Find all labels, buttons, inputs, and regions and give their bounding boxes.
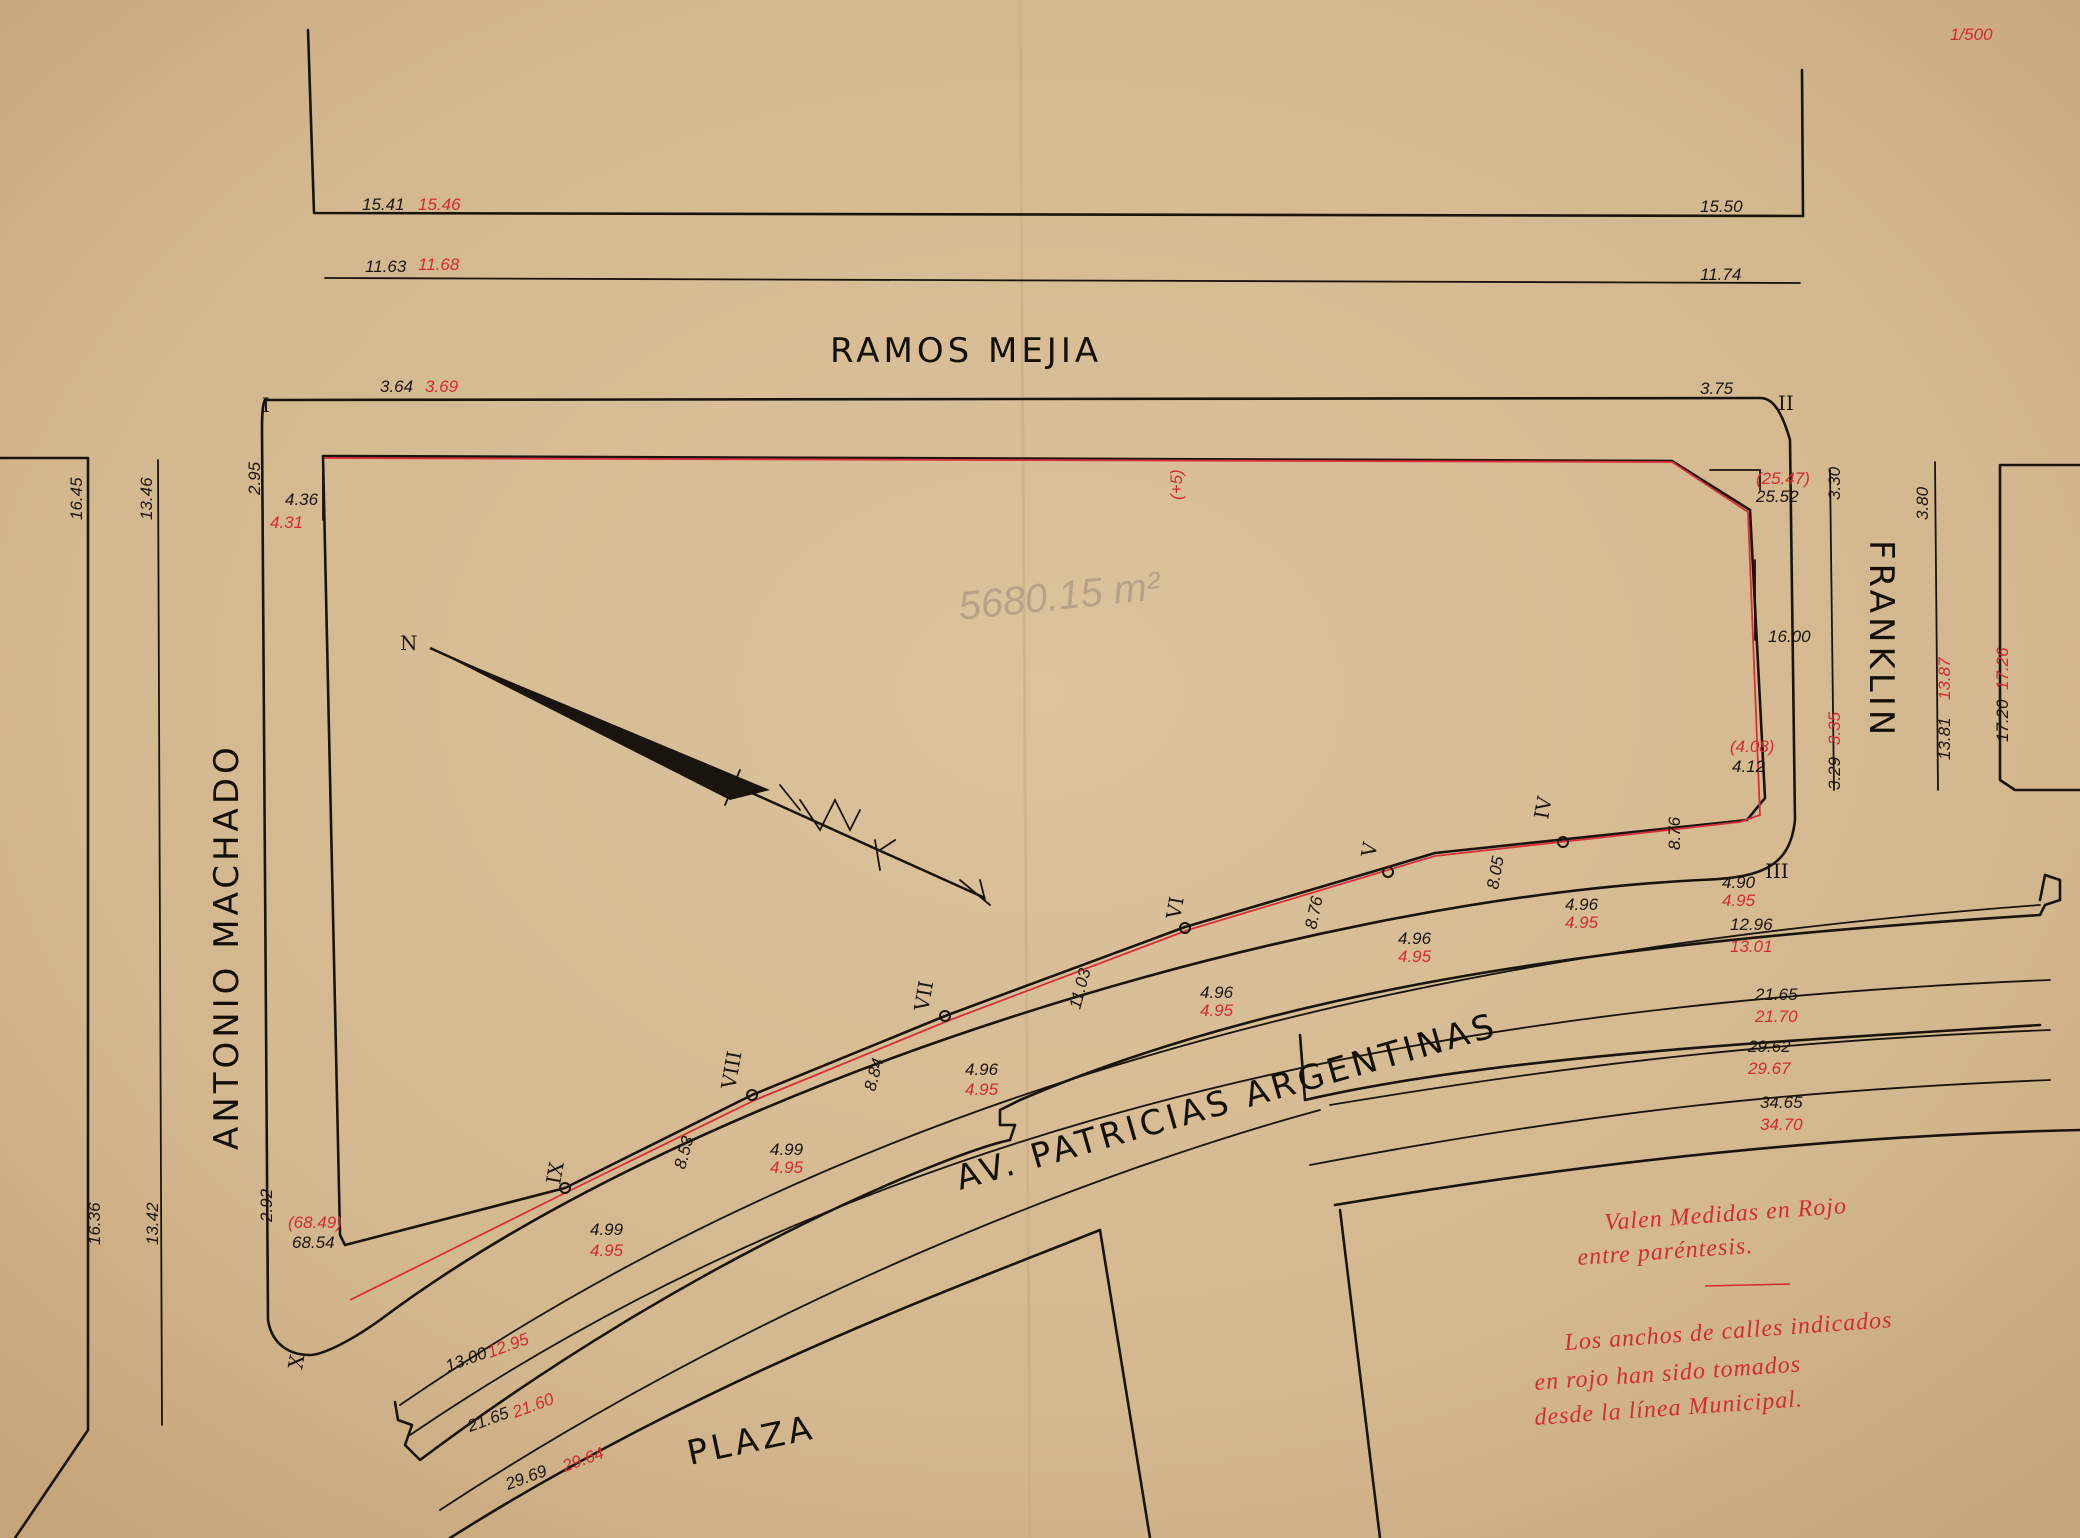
width-right-b: 3.35 xyxy=(1825,711,1844,745)
corner-I: I xyxy=(262,393,270,417)
width-top-a-red: 15.46 xyxy=(418,195,461,214)
corner-III: III xyxy=(1765,859,1789,883)
street-antonio-machado: ANTONIO MACHADO xyxy=(207,743,247,1150)
width-bottom-c-red: 29.67 xyxy=(1747,1059,1791,1078)
width-bottom-d-red: 34.70 xyxy=(1760,1115,1803,1134)
lot-left-top: 4.36 xyxy=(285,490,319,509)
right-block-line xyxy=(1998,463,2080,792)
width-right-a: 3.80 xyxy=(1913,486,1932,520)
segment-1-red: 4.95 xyxy=(1722,891,1756,910)
width-right-c: 13.81 xyxy=(1935,717,1954,760)
lot-right-top: 25.52 xyxy=(1755,487,1799,506)
lot-right-mid: 16.00 xyxy=(1768,627,1811,646)
corner-markers xyxy=(559,836,1569,1194)
width-bottom-b-black: 21.65 xyxy=(1754,985,1798,1004)
width-left-d: 13.42 xyxy=(143,1202,162,1245)
corner-X: X xyxy=(283,1352,309,1371)
width-right-d: 13.87 xyxy=(1935,657,1954,700)
segment-2-red: 4.95 xyxy=(1565,913,1599,932)
avenue-line-2 xyxy=(409,979,2051,1436)
width-bottom-a-black: 12.96 xyxy=(1730,915,1773,934)
width-right-f: 17.26 xyxy=(1993,647,2012,690)
width-left-f: 2.92 xyxy=(257,1188,276,1223)
width-left-c: 16.36 xyxy=(85,1202,104,1245)
lot-right-bottom: 4.12 xyxy=(1732,757,1766,776)
segment-4-red: 4.95 xyxy=(1200,1001,1234,1020)
segment-4-black: 4.96 xyxy=(1200,983,1234,1002)
width-top-c-red: 3.69 xyxy=(425,377,459,396)
street-franklin: FRANKLIN xyxy=(1861,540,1901,739)
top-sidewalk-line xyxy=(263,396,1762,402)
segment-3-black: 4.96 xyxy=(1398,929,1432,948)
segment-1-black: 4.90 xyxy=(1722,873,1756,892)
plaza-right-block xyxy=(1338,1208,1382,1538)
plaza-right-block-top xyxy=(1333,1128,2080,1207)
corner-II: II xyxy=(1778,391,1794,415)
width-left-b: 13.46 xyxy=(137,477,156,520)
lot-right-bottom-red: (4.08) xyxy=(1730,737,1774,756)
width-bottom-b-red: 21.70 xyxy=(1754,1007,1798,1026)
lot-polygon xyxy=(321,454,1767,1247)
north-arrow: N xyxy=(400,631,991,906)
segment-7-black: 4.99 xyxy=(590,1220,624,1239)
segment-5-black: 4.96 xyxy=(965,1060,999,1079)
width-bottom-a-red: 13.01 xyxy=(1730,937,1773,956)
avenue-line-4 xyxy=(1309,1079,2051,1166)
segment-5-red: 4.95 xyxy=(965,1080,999,1099)
left-street-line xyxy=(157,459,163,1426)
width-top-c-right: 3.75 xyxy=(1700,379,1734,398)
segment-2-black: 4.96 xyxy=(1565,895,1599,914)
width-top-b-red: 11.68 xyxy=(418,255,460,274)
width-bottom-c-black: 29.62 xyxy=(1747,1037,1791,1056)
lot-left-bottom-red: (68.49) xyxy=(288,1213,342,1232)
lot-left-top-red: 4.31 xyxy=(270,513,303,532)
lot-polygon-red xyxy=(322,457,1761,1301)
width-left-e: 2.95 xyxy=(245,461,264,496)
note-divider xyxy=(1704,1283,1791,1287)
width-top-a-black: 15.41 xyxy=(362,195,405,214)
left-block-line xyxy=(0,456,90,1538)
scale-label: 1/500 xyxy=(1950,25,1993,44)
avenue-line-3 xyxy=(439,1029,2051,1511)
north-label: N xyxy=(400,631,418,655)
corner-VI: VI xyxy=(1161,895,1189,922)
segment-6-red: 4.95 xyxy=(770,1158,804,1177)
corner-VII: VII xyxy=(909,979,938,1014)
width-left-a: 16.45 xyxy=(67,477,86,520)
width-right-h: 3.29 xyxy=(1825,756,1844,790)
segment-3-red: 4.95 xyxy=(1398,947,1432,966)
block-outline xyxy=(260,396,1797,1357)
top-street-line xyxy=(324,277,1801,284)
segment-7-red: 4.95 xyxy=(590,1241,624,1260)
lot-left-bottom: 68.54 xyxy=(292,1233,335,1252)
width-right-e: 17.20 xyxy=(1993,699,2012,742)
paper-fold xyxy=(1018,0,1032,1538)
right-sidewalk-line xyxy=(1829,469,1835,791)
corner-V: V xyxy=(1356,840,1382,860)
plaza-left-block xyxy=(448,1228,1152,1538)
plaza-curb xyxy=(393,873,2062,1462)
width-top-a-right: 15.50 xyxy=(1700,197,1743,216)
lot-top-red: (+5) xyxy=(1167,469,1186,500)
width-bottom-d-black: 34.65 xyxy=(1760,1093,1803,1112)
top-block-line xyxy=(306,28,1805,218)
width-top-c-black: 3.64 xyxy=(380,377,413,396)
lot-right-notch xyxy=(1709,469,1761,641)
chord-1: 8.76 xyxy=(1665,816,1684,850)
lot-right-top-red: (25.47) xyxy=(1756,469,1810,488)
street-ramos-mejia: RAMOS MEJIA xyxy=(830,331,1102,371)
right-street-line xyxy=(1934,461,1939,791)
width-top-b-black: 11.63 xyxy=(365,257,407,276)
corner-IV: IV xyxy=(1529,794,1557,821)
width-right-g: 3.30 xyxy=(1825,466,1844,500)
segment-6-black: 4.99 xyxy=(770,1140,804,1159)
corner-IX: IX xyxy=(541,1159,569,1186)
median-strip xyxy=(1298,1023,2042,1102)
width-top-b-right: 11.74 xyxy=(1700,265,1741,284)
